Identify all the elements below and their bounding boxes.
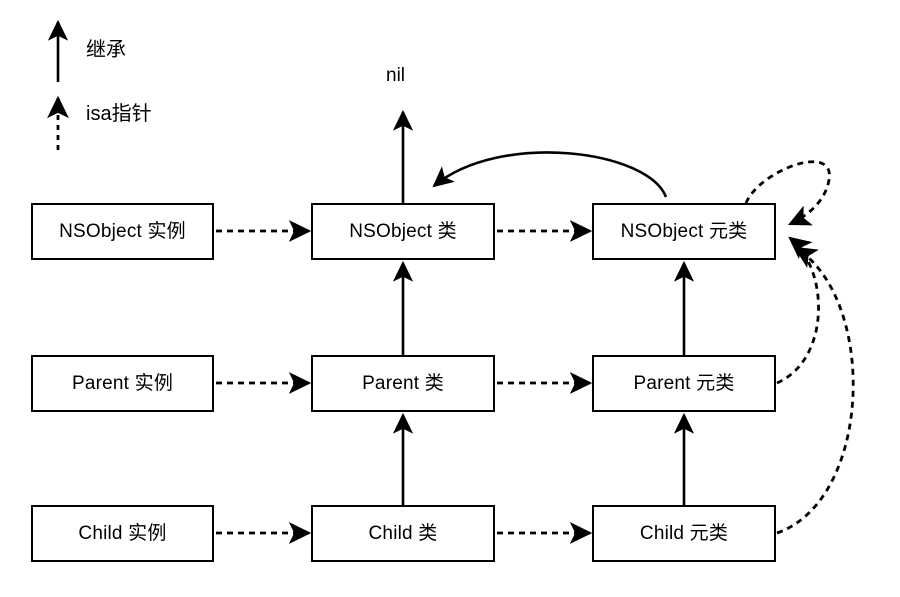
edge-isa-parent-metaclass-to-nsobject-metaclass bbox=[776, 236, 820, 385]
label-nil: nil bbox=[386, 65, 406, 86]
node-nsobject-class[interactable]: NSObject 类 bbox=[311, 203, 495, 260]
node-parent-class[interactable]: Parent 类 bbox=[311, 355, 495, 412]
node-nsobject-instance[interactable]: NSObject 实例 bbox=[31, 203, 214, 260]
node-parent-instance[interactable]: Parent 实例 bbox=[31, 355, 214, 412]
node-child-instance[interactable]: Child 实例 bbox=[31, 505, 214, 562]
node-nsobject-metaclass[interactable]: NSObject 元类 bbox=[592, 203, 776, 260]
legend-label-inheritance: 继承 bbox=[86, 39, 126, 61]
legend-label-isa-pointer: isa指针 bbox=[86, 103, 152, 125]
edge-inherit-nsobject-metaclass-to-nsobject-class bbox=[432, 151, 668, 198]
node-parent-metaclass[interactable]: Parent 元类 bbox=[592, 355, 776, 412]
node-child-metaclass[interactable]: Child 元类 bbox=[592, 505, 776, 562]
edge-isa-child-metaclass-to-nsobject-metaclass bbox=[776, 246, 855, 535]
node-child-class[interactable]: Child 类 bbox=[311, 505, 495, 562]
